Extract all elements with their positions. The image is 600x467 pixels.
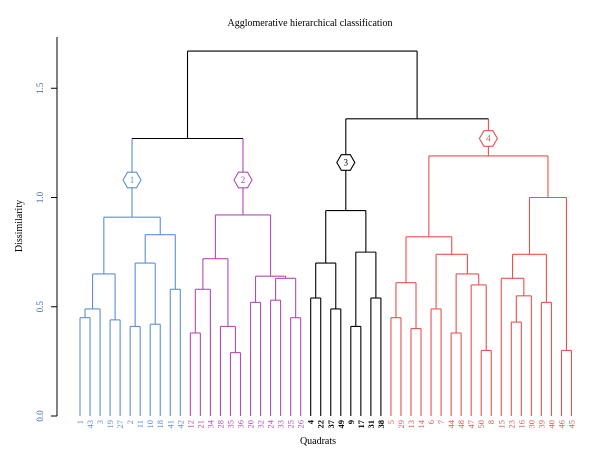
cluster-hexagon <box>336 154 356 171</box>
leaf-label: 34 <box>205 419 215 428</box>
y-tick-label: 1.5 <box>35 82 45 94</box>
leaf-label: 16 <box>516 420 526 429</box>
leaf-label: 22 <box>316 420 326 429</box>
leaf-label: 29 <box>396 420 406 429</box>
cluster-markers: 1 2 3 4 <box>122 130 499 189</box>
leaf-label: 25 <box>286 420 296 429</box>
y-tick-label: 0.5 <box>35 301 45 313</box>
y-axis-title: Dissimilarity <box>14 200 25 252</box>
leaf-label: 32 <box>256 420 266 429</box>
leaf-label: 19 <box>105 420 115 429</box>
leaf-label: 5 <box>386 420 396 424</box>
leaf-label: 17 <box>356 419 366 428</box>
leaf-label: 50 <box>476 420 486 429</box>
leaf-label: 27 <box>115 420 125 429</box>
leaf-label: 31 <box>366 420 376 429</box>
leaf-label: 23 <box>506 420 516 429</box>
leaf-label: 38 <box>376 420 386 429</box>
leaf-label: 10 <box>145 420 155 429</box>
cluster-number-label: 3 <box>344 158 349 168</box>
leaf-label: 28 <box>215 420 225 429</box>
x-axis-title: Quadrats <box>300 436 336 447</box>
leaf-label: 39 <box>536 420 546 429</box>
leaf-label: 35 <box>225 420 235 429</box>
dendrogram-branches <box>79 50 573 416</box>
y-tick-label: 0.0 <box>35 410 45 422</box>
chart-title: Agglomerative hierarchical classificatio… <box>228 18 393 29</box>
leaf-label: 13 <box>406 420 416 429</box>
leaf-label: 47 <box>466 420 476 429</box>
cluster-number-label: 2 <box>241 175 246 185</box>
leaf-label: 33 <box>276 420 286 429</box>
leaf-label: 46 <box>556 420 566 429</box>
leaf-label: 42 <box>175 420 185 429</box>
leaf-label: 24 <box>266 419 276 428</box>
leaf-label: 2 <box>125 420 135 424</box>
cluster-hexagon <box>478 130 499 147</box>
leaf-label: 15 <box>496 420 506 429</box>
leaf-label: 43 <box>85 420 95 429</box>
leaf-label: 18 <box>155 420 165 429</box>
cluster-hexagon <box>233 171 253 189</box>
leaf-label: 3 <box>95 420 105 424</box>
leaf-label: 40 <box>546 420 556 429</box>
leaf-label: 21 <box>195 420 205 429</box>
leaf-label: 11 <box>135 420 145 428</box>
leaf-label: 1 <box>75 420 85 424</box>
leaf-label: 6 <box>426 420 436 424</box>
leaf-label: 20 <box>246 420 256 429</box>
y-tick-label: 1.0 <box>35 191 45 203</box>
y-axis-ticks: 0.0 0.5 1.0 1.5 <box>35 82 57 422</box>
leaf-label: 14 <box>416 419 426 428</box>
leaf-label: 41 <box>165 420 175 429</box>
leaf-label: 8 <box>486 420 496 424</box>
leaf-label: 26 <box>296 420 306 429</box>
cluster-number-label: 1 <box>130 175 135 185</box>
leaf-label: 9 <box>346 420 356 424</box>
cluster-hexagon <box>122 171 142 189</box>
leaf-label: 36 <box>235 420 245 429</box>
leaf-label: 44 <box>446 419 456 428</box>
leaf-label: 49 <box>336 420 346 429</box>
leaf-label: 30 <box>526 420 536 429</box>
leaf-label: 45 <box>566 420 576 429</box>
leaf-label: 37 <box>326 419 336 428</box>
cluster-number-label: 4 <box>486 134 491 144</box>
leaf-label: 48 <box>456 420 466 429</box>
leaf-label: 4 <box>306 419 316 424</box>
leaf-label: 7 <box>436 420 446 424</box>
leaf-label: 12 <box>185 420 195 429</box>
